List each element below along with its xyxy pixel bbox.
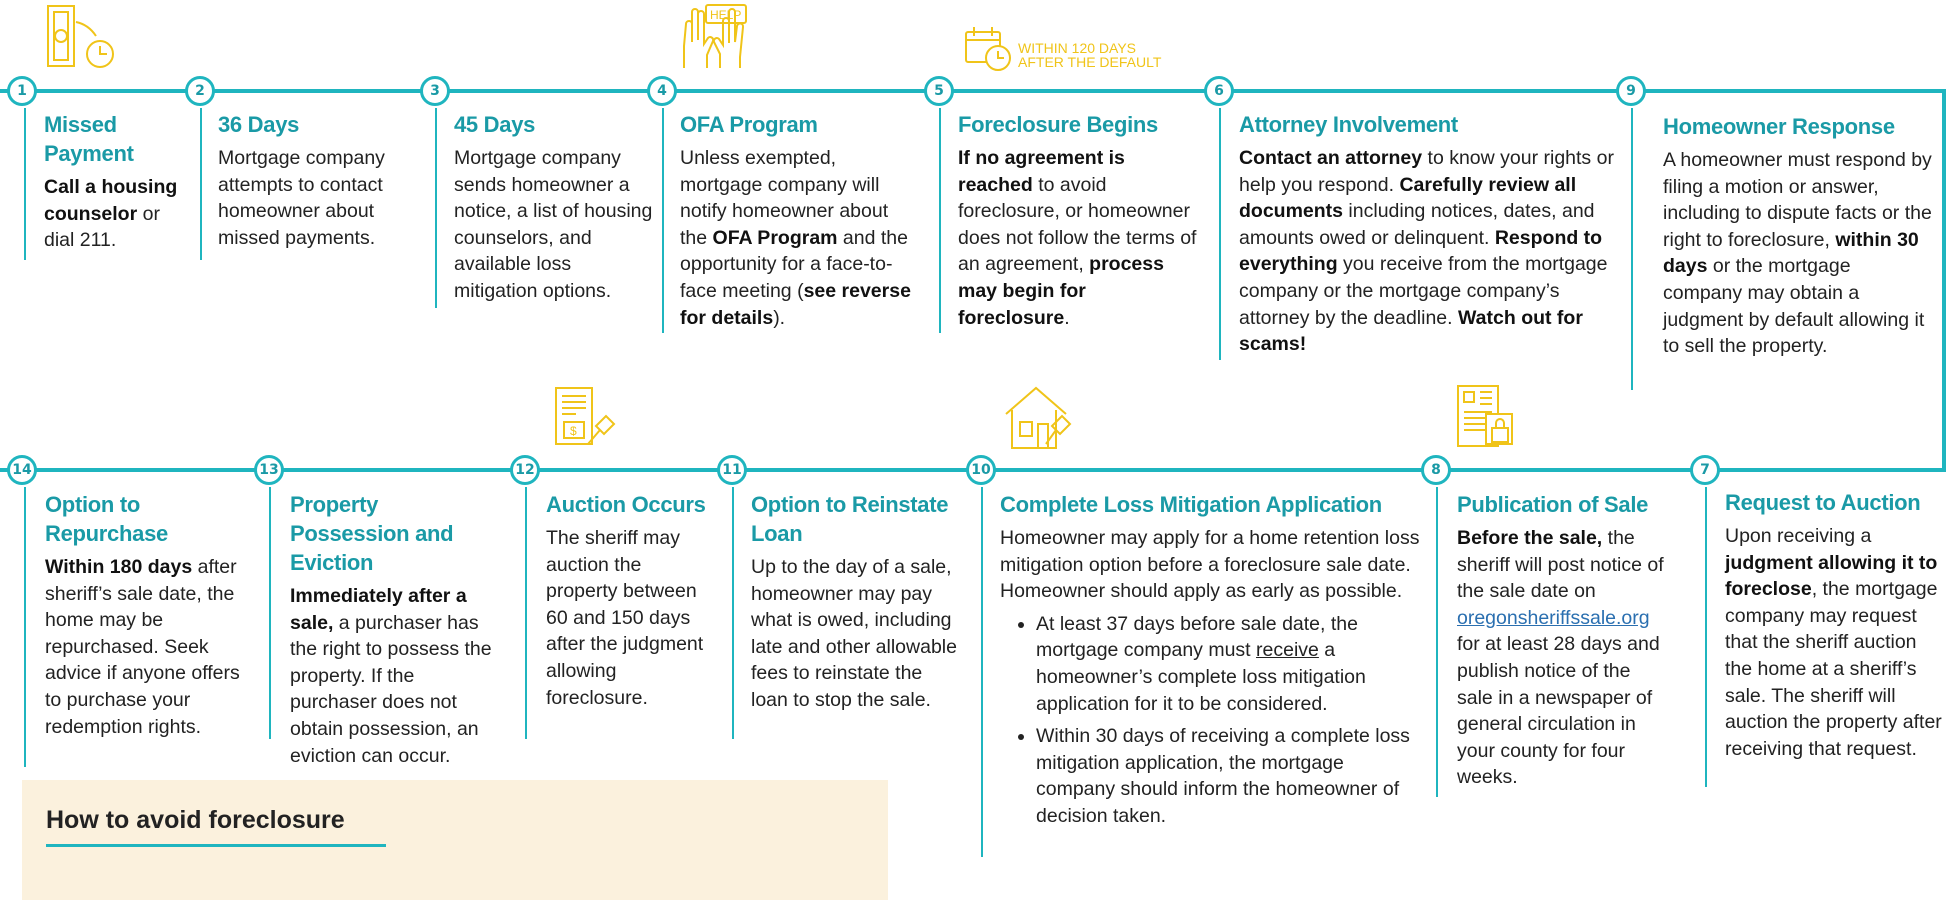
step-13-body: Immediately after a sale, a purchaser ha… bbox=[290, 585, 492, 767]
list-item: Within 30 days of receiving a complete l… bbox=[1036, 723, 1420, 829]
step-7-bar bbox=[1705, 487, 1707, 787]
step-6: Attorney Involvement Contact an attorney… bbox=[1239, 110, 1619, 358]
step-4-body: Unless exempted, mortgage company will n… bbox=[680, 147, 911, 329]
house-gavel-icon bbox=[1005, 386, 1072, 449]
step-5-body: If no agreement is reached to avoid fore… bbox=[958, 147, 1197, 329]
step-11: Option to Reinstate Loan Up to the day o… bbox=[751, 490, 961, 714]
avoid-foreclosure-panel: How to avoid foreclosure bbox=[22, 780, 888, 900]
step-12-body: The sheriff may auction the property bet… bbox=[546, 527, 704, 709]
step-number-4: 4 bbox=[647, 76, 677, 106]
building-lock-icon bbox=[1457, 385, 1513, 447]
step-3-title: 45 Days bbox=[454, 112, 536, 137]
step-8-title: Publication of Sale bbox=[1457, 492, 1649, 517]
step-6-body: Contact an attorney to know your rights … bbox=[1239, 147, 1614, 356]
step-1-body: Call a housing counselor or dial 211. bbox=[44, 176, 178, 252]
step-1: Missed Payment Call a housing counselor … bbox=[44, 110, 194, 254]
step-13-title: Property Possession and Eviction bbox=[290, 492, 454, 575]
step-11-title: Option to Reinstate Loan bbox=[751, 492, 949, 546]
connector-right-line bbox=[1942, 89, 1946, 472]
step-number-2: 2 bbox=[185, 76, 215, 106]
step-number-7: 7 bbox=[1690, 455, 1720, 485]
step-4-bar bbox=[662, 108, 664, 333]
top-timeline-line bbox=[0, 89, 1946, 93]
oregon-sheriffs-sale-link[interactable]: oregonsheriffssale.org bbox=[1457, 606, 1650, 629]
step-2-title: 36 Days bbox=[218, 112, 300, 137]
step-3: 45 Days Mortgage company sends homeowner… bbox=[454, 110, 654, 305]
step-7-body: Upon receiving a judgment allowing it to… bbox=[1725, 525, 1942, 760]
step-8-bar bbox=[1436, 487, 1438, 797]
svg-text:$: $ bbox=[570, 424, 577, 438]
avoid-foreclosure-underline bbox=[46, 844, 386, 847]
step-4: OFA Program Unless exempted, mortgage co… bbox=[680, 110, 920, 331]
list-item: At least 37 days before sale date, the m… bbox=[1036, 611, 1420, 717]
step-10-list: At least 37 days before sale date, the m… bbox=[1000, 611, 1420, 830]
step-6-bar bbox=[1219, 108, 1221, 360]
step-10-intro: Homeowner may apply for a home retention… bbox=[1000, 527, 1420, 603]
step-11-body: Up to the day of a sale, homeowner may p… bbox=[751, 556, 957, 711]
step-8-body: Before the sale, the sheriff will post n… bbox=[1457, 527, 1664, 789]
step-number-9: 9 bbox=[1616, 76, 1646, 106]
document-gavel-icon: $ bbox=[555, 387, 616, 445]
within-120-line2: AFTER THE DEFAULT bbox=[1018, 54, 1162, 70]
step-7-title: Request to Auction bbox=[1725, 490, 1921, 515]
step-11-bar bbox=[732, 487, 734, 739]
step-3-body: Mortgage company sends homeowner a notic… bbox=[454, 147, 653, 302]
step-3-bar bbox=[435, 108, 437, 308]
step-8: Publication of Sale Before the sale, the… bbox=[1457, 490, 1667, 791]
help-label: HELP bbox=[710, 8, 741, 22]
step-number-13: 13 bbox=[254, 455, 284, 485]
step-number-1: 1 bbox=[7, 76, 37, 106]
step-4-title: OFA Program bbox=[680, 112, 818, 137]
step-14: Option to Repurchase Within 180 days aft… bbox=[45, 490, 255, 740]
step-1-bar bbox=[24, 108, 26, 260]
avoid-foreclosure-title: How to avoid foreclosure bbox=[46, 806, 345, 834]
step-7: Request to Auction Upon receiving a judg… bbox=[1725, 488, 1943, 762]
step-number-5: 5 bbox=[924, 76, 954, 106]
step-13-bar bbox=[269, 487, 271, 739]
step-12-title: Auction Occurs bbox=[546, 492, 706, 517]
step-12-bar bbox=[525, 487, 527, 739]
step-9: Homeowner Response A homeowner must resp… bbox=[1663, 112, 1933, 360]
step-number-3: 3 bbox=[420, 76, 450, 106]
step-5: Foreclosure Begins If no agreement is re… bbox=[958, 110, 1202, 331]
money-clock-icon bbox=[47, 5, 114, 68]
calendar-clock-icon bbox=[965, 27, 1011, 71]
within-120-days-label: WITHIN 120 DAYS AFTER THE DEFAULT bbox=[1018, 41, 1161, 69]
step-14-bar bbox=[24, 487, 26, 767]
step-14-body: Within 180 days after sheriff’s sale dat… bbox=[45, 556, 240, 738]
step-number-8: 8 bbox=[1421, 455, 1451, 485]
step-2: 36 Days Mortgage company attempts to con… bbox=[218, 110, 418, 251]
step-5-title: Foreclosure Begins bbox=[958, 112, 1158, 137]
step-1-title: Missed Payment bbox=[44, 112, 134, 166]
step-9-body: A homeowner must respond by filing a mot… bbox=[1663, 149, 1932, 358]
step-number-14: 14 bbox=[7, 455, 37, 485]
step-10-bar bbox=[981, 487, 983, 857]
step-9-bar bbox=[1631, 108, 1633, 390]
step-10: Complete Loss Mitigation Application Hom… bbox=[1000, 490, 1420, 836]
step-2-body: Mortgage company attempts to contact hom… bbox=[218, 147, 385, 249]
step-number-6: 6 bbox=[1204, 76, 1234, 106]
within-120-line1: WITHIN 120 DAYS bbox=[1018, 40, 1136, 56]
step-10-body: Homeowner may apply for a home retention… bbox=[1000, 525, 1420, 830]
step-2-bar bbox=[200, 108, 202, 260]
step-12: Auction Occurs The sheriff may auction t… bbox=[546, 490, 716, 711]
step-number-11: 11 bbox=[717, 455, 747, 485]
help-hands-icon: HELP bbox=[683, 4, 747, 68]
step-9-title: Homeowner Response bbox=[1663, 114, 1895, 139]
step-13: Property Possession and Eviction Immedia… bbox=[290, 490, 500, 769]
step-6-title: Attorney Involvement bbox=[1239, 112, 1458, 137]
step-5-bar bbox=[939, 108, 941, 333]
step-number-12: 12 bbox=[510, 455, 540, 485]
step-number-10: 10 bbox=[966, 455, 996, 485]
step-10-title: Complete Loss Mitigation Application bbox=[1000, 492, 1382, 517]
step-14-title: Option to Repurchase bbox=[45, 492, 168, 546]
